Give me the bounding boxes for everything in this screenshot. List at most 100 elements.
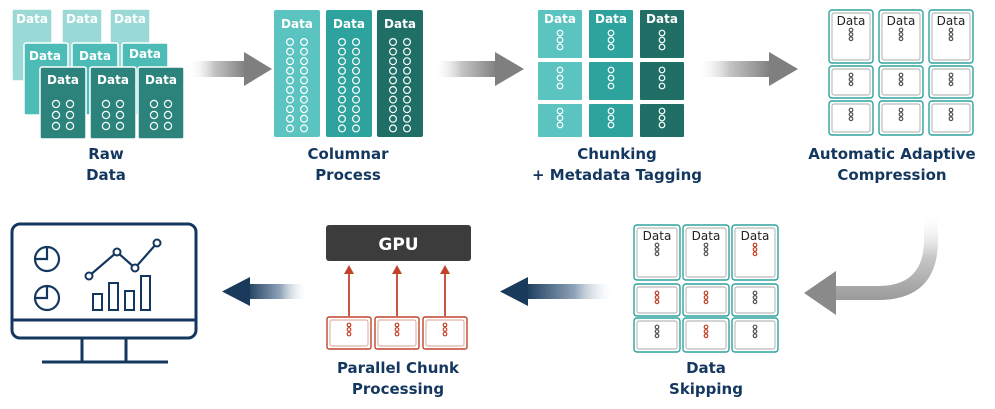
data-circle (338, 37, 347, 46)
bar-icon (92, 293, 103, 311)
chunk-grid (538, 10, 684, 137)
data-circle (300, 95, 309, 104)
chunk-cell-inner (734, 320, 776, 350)
arrow-head (769, 52, 798, 86)
data-circle (848, 116, 854, 122)
step-label-compression: Automatic Adaptive Compression (797, 144, 987, 186)
data-circle (300, 85, 309, 94)
data-circle (300, 76, 309, 85)
arrow-head (495, 52, 524, 86)
data-circle (403, 57, 412, 66)
gpu-chunk-cell (422, 316, 468, 350)
chunk-cell-outline (878, 100, 924, 136)
gpu-group: GPU (326, 225, 471, 350)
data-circle (848, 107, 854, 113)
data-circle (352, 114, 361, 123)
data-circle (654, 324, 660, 330)
data-circle (389, 85, 398, 94)
gpu-chunk-cell (326, 316, 372, 350)
selected-data-circle (394, 327, 400, 332)
data-circle (389, 105, 398, 114)
data-circle (300, 124, 309, 133)
chunk-cell-outline (731, 317, 779, 353)
data-circle (163, 99, 173, 109)
step-label-chunking: Chunking + Metadata Tagging (522, 144, 712, 186)
step-label-line: Compression (837, 166, 947, 184)
data-circle (848, 27, 854, 33)
data-circle (286, 76, 295, 85)
data-circle (948, 72, 954, 78)
trend-point (84, 271, 94, 281)
data-circle (607, 74, 615, 82)
data-circle (898, 76, 904, 82)
data-circle (338, 47, 347, 56)
data-circle (300, 47, 309, 56)
chunk-cell-outline (928, 100, 974, 136)
step-label-line: Process (315, 166, 381, 184)
step-label-line: Automatic Adaptive (808, 145, 976, 163)
data-circle (556, 74, 564, 82)
data-circle (352, 85, 361, 94)
data-circle (389, 95, 398, 104)
data-circle (115, 99, 125, 109)
data-circle (352, 95, 361, 104)
selected-data-circle (346, 331, 352, 337)
data-circle (163, 121, 173, 131)
data-circle (948, 76, 954, 82)
data-circle (338, 57, 347, 66)
column-label: Data (281, 17, 313, 31)
data-circle (556, 114, 564, 122)
data-circle (703, 242, 709, 248)
data-circle (848, 72, 854, 78)
data-circle (607, 114, 615, 122)
arrow-shaft (246, 284, 308, 299)
selected-data-circle (442, 327, 448, 332)
data-circle (403, 76, 412, 85)
pie-chart-icon (33, 245, 61, 273)
data-circle (403, 114, 412, 123)
bar-icon (140, 275, 151, 311)
data-circle (149, 121, 159, 131)
raw-front-card (137, 66, 185, 140)
raw-back-card-label: Data (16, 12, 48, 26)
columnar-group: Data Data Data (274, 10, 423, 137)
selected-data-circle (703, 295, 709, 300)
arrow-parallel-to-dashboard (222, 277, 308, 306)
column-label: Data (384, 17, 416, 31)
step-label-skipping: Data Skipping (646, 358, 766, 400)
data-circle (286, 85, 295, 94)
raw-circle-grid (51, 99, 173, 131)
selected-data-circle (752, 246, 758, 252)
arrow-compression-to-skipping (804, 213, 938, 315)
data-circle (703, 251, 709, 257)
gpu-chunk-row (326, 316, 468, 350)
arrow-raw-to-columnar (188, 52, 272, 86)
data-circle (403, 95, 412, 104)
selected-data-circle (703, 299, 709, 305)
selected-data-circle (703, 329, 709, 334)
data-circle (389, 37, 398, 46)
data-circle (163, 110, 173, 120)
data-circle (51, 99, 61, 109)
arrow-shaft (696, 61, 771, 77)
data-circle (658, 114, 666, 122)
data-circle (338, 66, 347, 75)
data-circle (286, 37, 295, 46)
trend-point (112, 247, 122, 257)
data-circle (352, 47, 361, 56)
data-circle (101, 121, 111, 131)
data-circle (607, 82, 615, 90)
dashboard-monitor-icon (10, 222, 198, 364)
chunk-cell-outline (682, 317, 730, 353)
data-circle (607, 43, 615, 51)
raw-front-layer: Data Data Data (39, 66, 185, 140)
selected-data-circle (346, 327, 352, 332)
data-circle (658, 43, 666, 51)
step-label-line: Skipping (669, 380, 743, 398)
data-circle (948, 32, 954, 37)
data-circle (898, 111, 904, 117)
skipping-grid (633, 224, 779, 353)
step-label-line: Processing (351, 380, 445, 398)
data-circle (898, 27, 904, 33)
